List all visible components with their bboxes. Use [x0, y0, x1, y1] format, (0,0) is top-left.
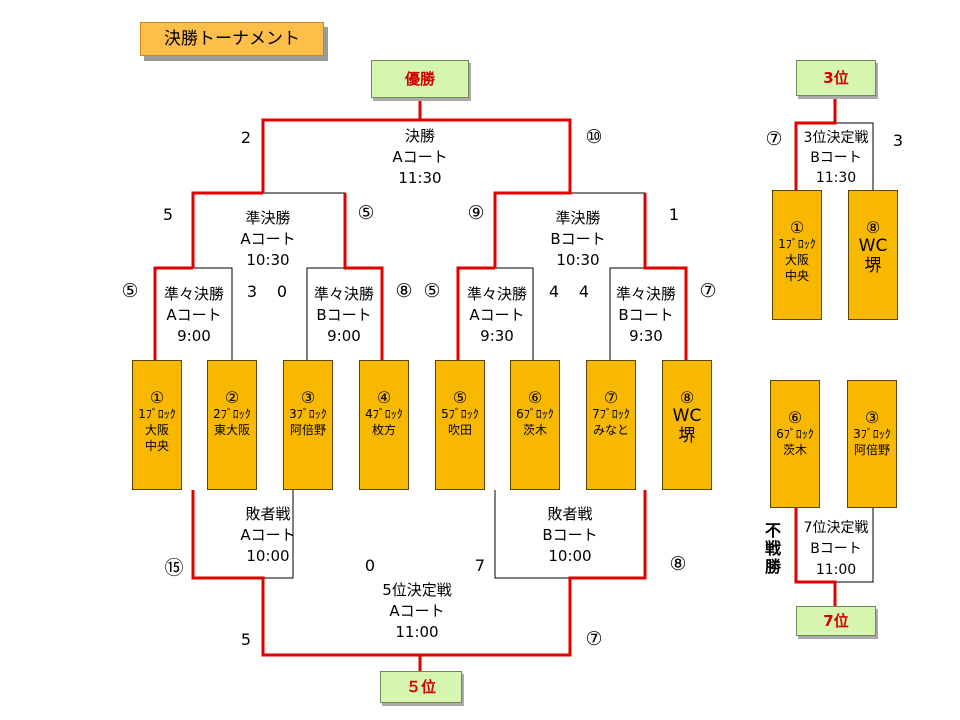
team-block: 3ﾌﾞﾛｯｸ: [289, 407, 327, 421]
score-semi-a-right: ⑤: [357, 202, 375, 224]
team-name: WC: [672, 406, 702, 426]
team-name: 阿倍野: [853, 443, 890, 457]
fifth-place-box: ５位: [380, 671, 462, 703]
team-number: ⑦: [603, 388, 619, 407]
team-number: ⑧: [865, 218, 881, 237]
team-number: ⑧: [679, 388, 695, 407]
score-qf-aa-left: ⑤: [121, 280, 139, 302]
team-block: 6ﾌﾞﾛｯｸ: [516, 407, 554, 421]
team-block: 5ﾌﾞﾛｯｸ: [441, 407, 479, 421]
team-block: 3ﾌﾞﾛｯｸ: [853, 427, 891, 441]
team-number: ①: [789, 218, 805, 237]
team-block: 4ﾌﾞﾛｯｸ: [365, 407, 403, 421]
team-name: 中央: [784, 269, 809, 283]
seventh-walkover-note: 不戦勝: [764, 521, 781, 576]
team-number: ①: [149, 388, 165, 407]
score-third-left: ⑦: [765, 128, 783, 150]
team-name: 大阪: [144, 423, 169, 437]
team-number: ②: [224, 388, 240, 407]
score-final-left: 2: [240, 128, 252, 147]
team-name: WC: [858, 236, 888, 256]
team-name: 堺: [864, 256, 882, 276]
team-number: ⑥: [787, 408, 803, 427]
team-number: ④: [376, 388, 392, 407]
team-number: ③: [300, 388, 316, 407]
winner-box: 優勝: [371, 60, 469, 98]
score-qf-bb-right: ⑦: [699, 280, 717, 302]
team-name: 東大阪: [213, 423, 250, 437]
team-block: 6ﾌﾞﾛｯｸ: [776, 427, 814, 441]
team-number: ③: [864, 408, 880, 427]
score-qf-ab-right: ⑧: [395, 280, 413, 302]
score-loser-a-right: 0: [364, 556, 376, 575]
third-place-box: 3位: [796, 60, 876, 96]
score-qf-ba-left: ⑤: [423, 280, 441, 302]
score-final-right: ⑩: [585, 126, 603, 148]
score-fifth-left: 5: [240, 630, 252, 649]
team-name: 大阪: [784, 253, 809, 267]
team-block: 1ﾌﾞﾛｯｸ: [778, 237, 816, 251]
score-qf-ab-left: 0: [276, 282, 288, 301]
team-block: 1ﾌﾞﾛｯｸ: [138, 407, 176, 421]
score-loser-b-left: 7: [474, 556, 486, 575]
team-name: 枚方: [371, 423, 396, 437]
seventh-place-box: 7位: [796, 606, 876, 636]
page-title: 決勝トーナメント: [140, 22, 324, 56]
score-fifth-right: ⑦: [585, 628, 603, 650]
score-loser-a-left: ⑮: [164, 557, 184, 579]
team-block: 2ﾌﾞﾛｯｸ: [213, 407, 251, 421]
team-name: 吹田: [447, 423, 472, 437]
score-third-right: 3: [892, 131, 904, 150]
score-qf-ba-right: 4: [548, 282, 560, 301]
team-number: ⑥: [527, 388, 543, 407]
team-name: 茨木: [522, 423, 547, 437]
team-number: ⑤: [452, 388, 468, 407]
score-loser-b-right: ⑧: [669, 553, 687, 575]
team-name: 堺: [678, 426, 696, 446]
score-qf-aa-right: 3: [246, 282, 258, 301]
score-semi-a-left: 5: [162, 205, 174, 224]
team-name: 阿倍野: [289, 423, 326, 437]
team-name: 茨木: [782, 443, 807, 457]
team-block: 7ﾌﾞﾛｯｸ: [592, 407, 630, 421]
score-semi-b-left: ⑨: [467, 202, 485, 224]
team-name: みなと: [592, 423, 629, 437]
score-qf-bb-left: 4: [578, 282, 590, 301]
score-semi-b-right: 1: [668, 205, 680, 224]
team-name: 中央: [144, 439, 169, 453]
